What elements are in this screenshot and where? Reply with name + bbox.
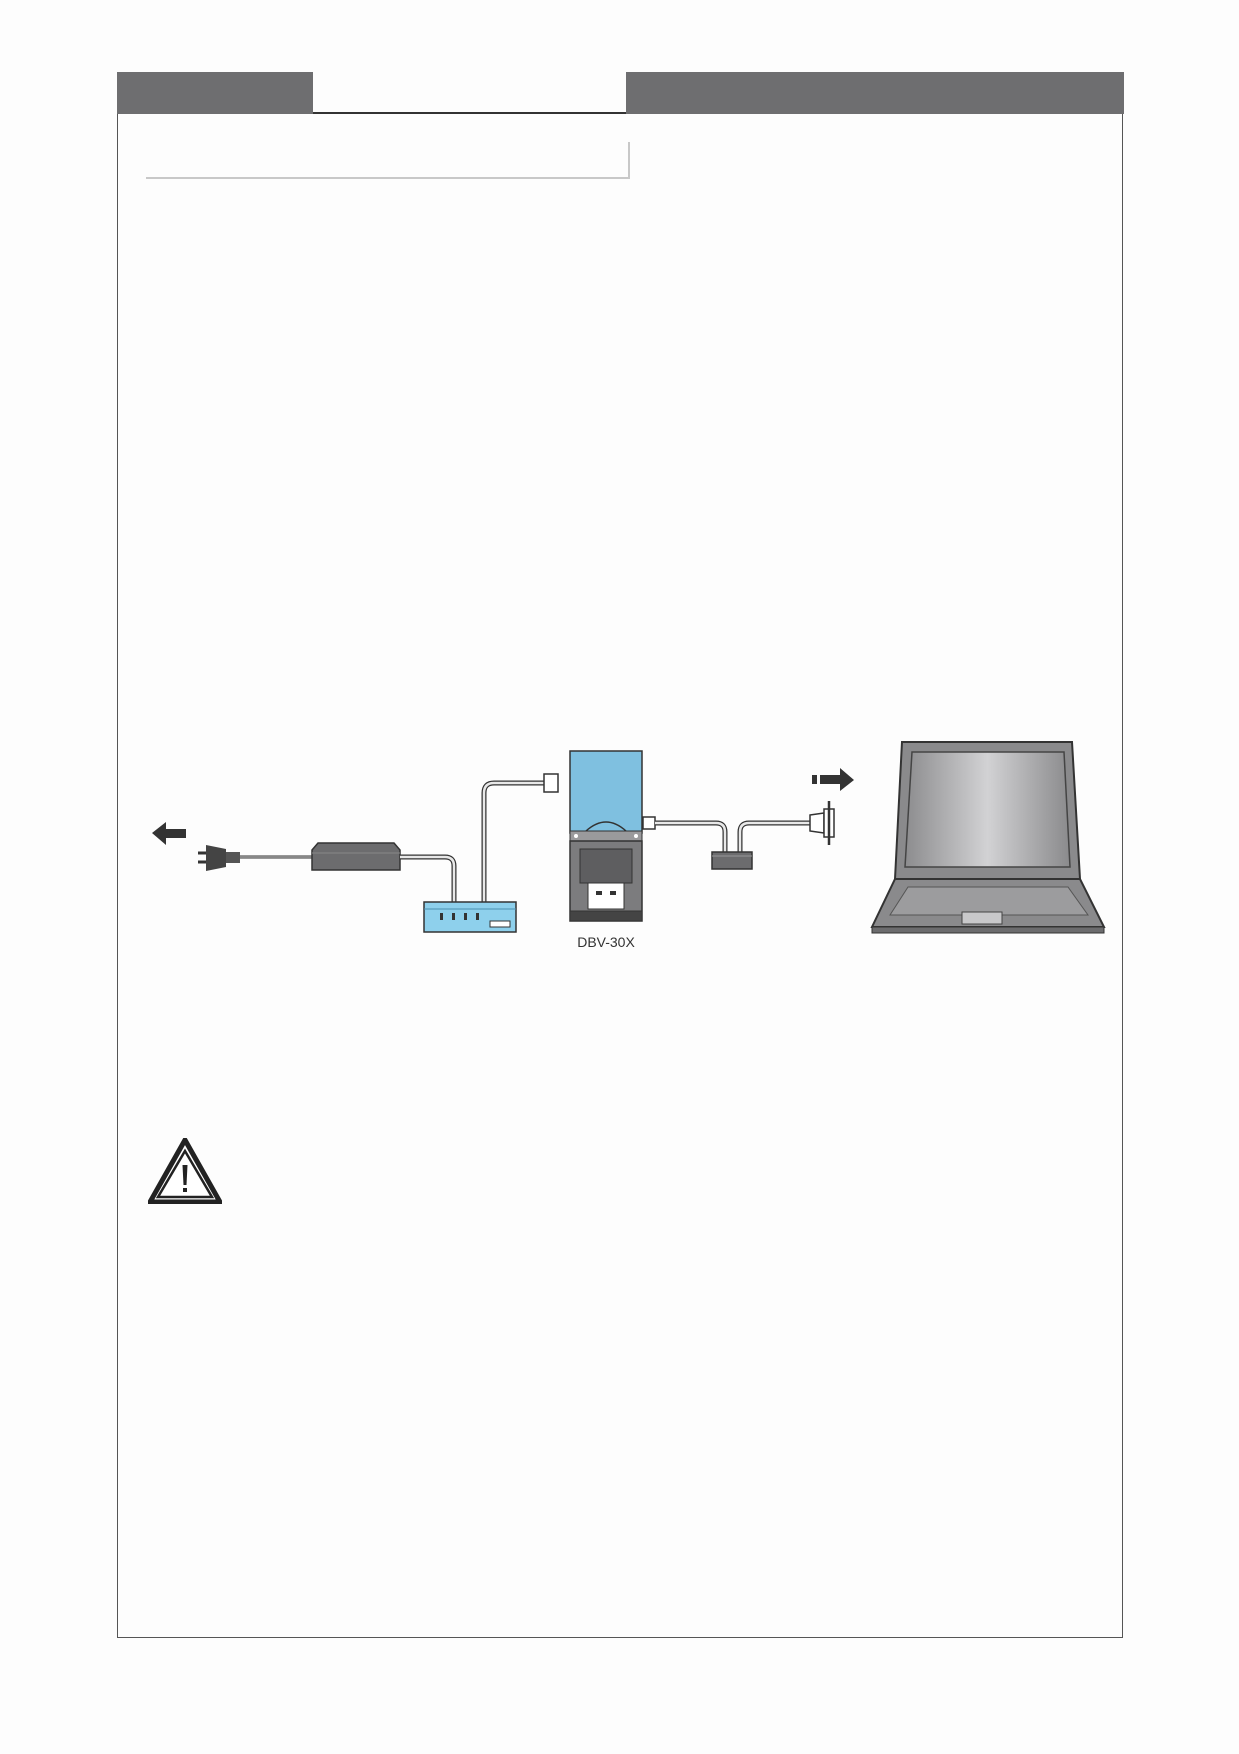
dbv-device: DBV-30X bbox=[569, 750, 656, 950]
power-plug-icon bbox=[198, 845, 240, 871]
serial-connector bbox=[809, 801, 835, 845]
header-bar-left bbox=[117, 72, 313, 114]
interface-hub bbox=[423, 901, 517, 933]
arrow-right-icon bbox=[812, 768, 854, 791]
header-tab bbox=[313, 72, 626, 114]
power-adapter bbox=[311, 842, 401, 871]
connection-diagram: DBV-30X bbox=[152, 741, 1106, 950]
adapter-hub-cable bbox=[400, 854, 457, 903]
header-bar-right bbox=[626, 72, 1124, 114]
device-label: DBV-30X bbox=[577, 934, 635, 950]
arrow-left-icon bbox=[152, 822, 186, 845]
hub-device-cable bbox=[481, 773, 559, 903]
splitter-laptop-cable bbox=[737, 820, 812, 853]
section-title-box bbox=[146, 142, 630, 179]
warning-triangle-icon bbox=[148, 1138, 222, 1204]
cable-splitter bbox=[711, 851, 753, 870]
device-splitter-cable bbox=[655, 820, 728, 853]
laptop-icon bbox=[870, 741, 1106, 934]
